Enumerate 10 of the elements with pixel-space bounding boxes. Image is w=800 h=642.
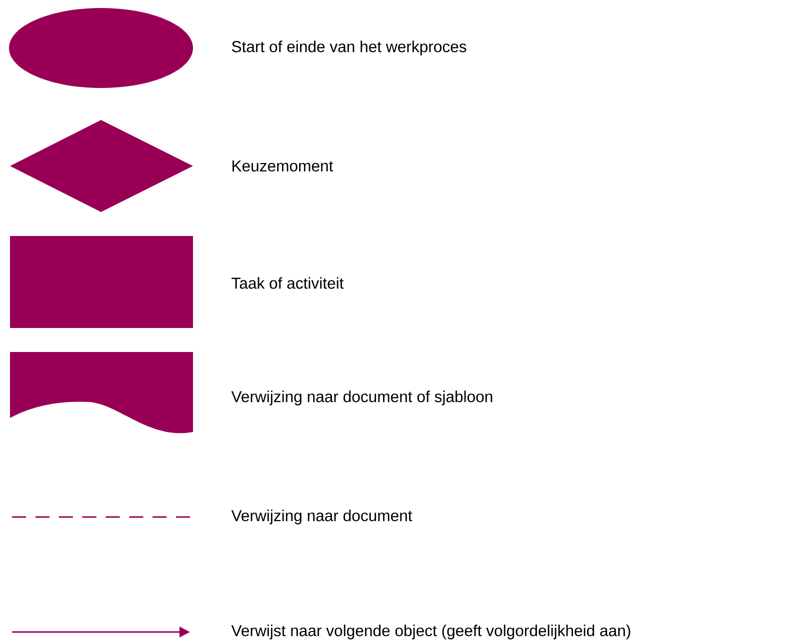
diamond-symbol bbox=[10, 120, 193, 212]
legend-text: Verwijzing naar document bbox=[231, 510, 412, 524]
legend-text: Verwijst naar volgende object (geeft volgordelijkheid aan) bbox=[231, 624, 630, 640]
legend-text: Start of einde van het werkproces bbox=[232, 40, 466, 56]
legend-text: Verwijzing naar document of sjabloon bbox=[231, 390, 492, 406]
legend-text: Taak of activiteit bbox=[232, 277, 344, 289]
legend-text: Keuzemoment bbox=[232, 160, 334, 172]
rectangle-symbol bbox=[10, 236, 193, 328]
ellipse-symbol bbox=[9, 8, 193, 88]
document-symbol bbox=[10, 352, 193, 434]
